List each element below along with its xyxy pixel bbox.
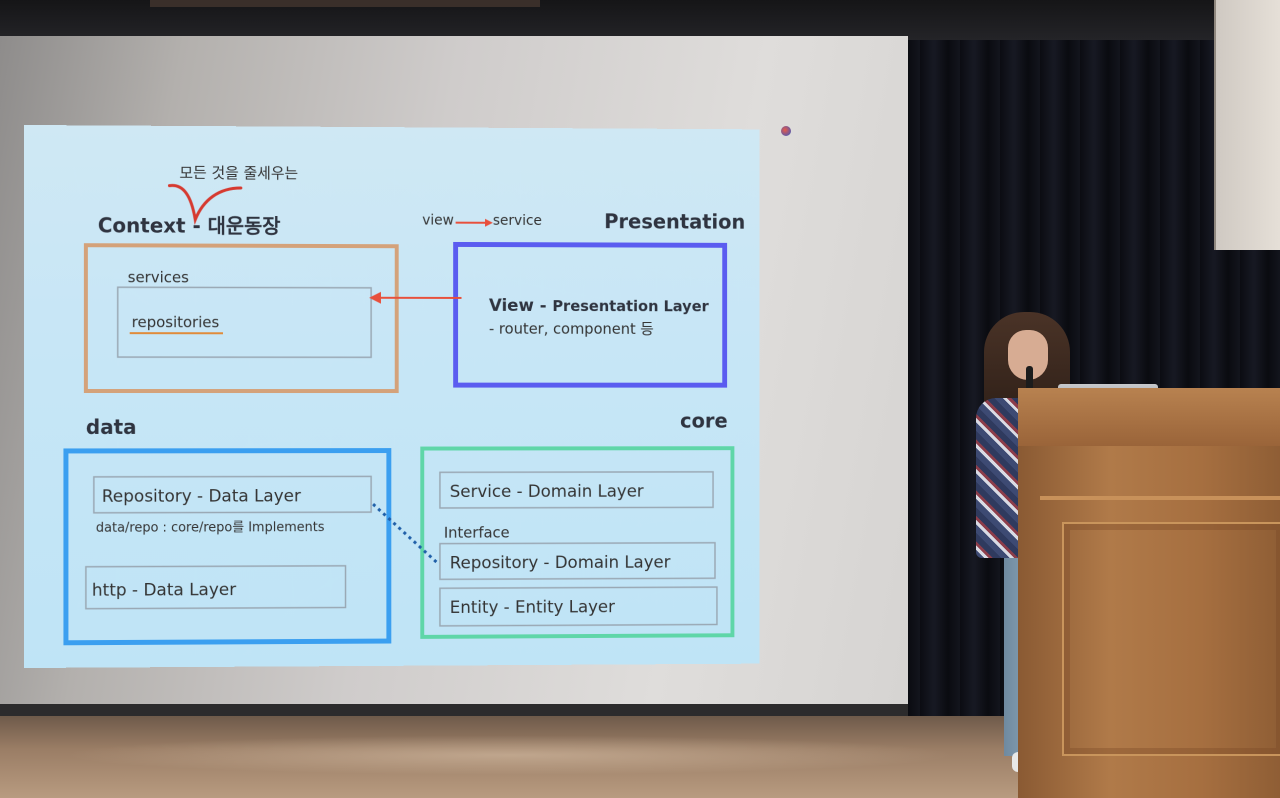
presentation-to-services-arrow-head: [369, 291, 381, 304]
implements-dotted-link: [373, 504, 438, 564]
context-title-text: Context -: [97, 213, 208, 238]
projected-slide: 모든 것을 줄세우는 Context - 대운동장 view service P…: [24, 125, 760, 668]
slide-diagram-shapes: [24, 125, 760, 668]
view-label: view: [422, 212, 454, 229]
view-service-arrow-head: [485, 218, 493, 227]
repository-data-layer-label: Repository - Data Layer: [101, 486, 301, 507]
entity-layer-label: Entity - Entity Layer: [449, 597, 615, 618]
pointer-dot-icon: [781, 126, 791, 136]
interface-label: Interface: [443, 523, 510, 542]
presentation-title: Presentation: [604, 209, 746, 234]
annotation-text: 모든 것을 줄세우는: [179, 163, 299, 183]
data-repo-note: data/repo : core/repo를 Implements: [95, 520, 325, 536]
podium-panel: [1062, 522, 1280, 756]
http-data-layer-label: http - Data Layer: [91, 580, 237, 601]
context-title-korean: 대운동장: [207, 213, 281, 238]
podium: [1018, 390, 1280, 798]
podium-top: [1018, 388, 1280, 446]
microphone: [1026, 366, 1033, 408]
podium-trim: [1040, 496, 1280, 500]
service-label: service: [492, 212, 542, 229]
view-heading-text: View -: [488, 296, 553, 316]
repositories-label: repositories: [131, 313, 220, 332]
repository-domain-layer-label: Repository - Domain Layer: [449, 552, 671, 574]
services-label: services: [127, 268, 189, 287]
view-detail: - router, component 등: [488, 319, 654, 338]
data-box: [66, 451, 389, 643]
data-title: data: [85, 414, 137, 439]
side-wall-panel: [1214, 0, 1280, 250]
view-heading-sub: Presentation Layer: [552, 297, 709, 316]
core-title: core: [680, 408, 728, 433]
view-heading: View - Presentation Layer: [489, 296, 709, 316]
ceiling-strip: [150, 0, 540, 7]
service-domain-layer-label: Service - Domain Layer: [449, 481, 644, 503]
context-title: Context - 대운동장: [98, 209, 281, 239]
screen-bottom-bar: [0, 704, 908, 718]
stage-floor-reflection: [60, 735, 960, 775]
